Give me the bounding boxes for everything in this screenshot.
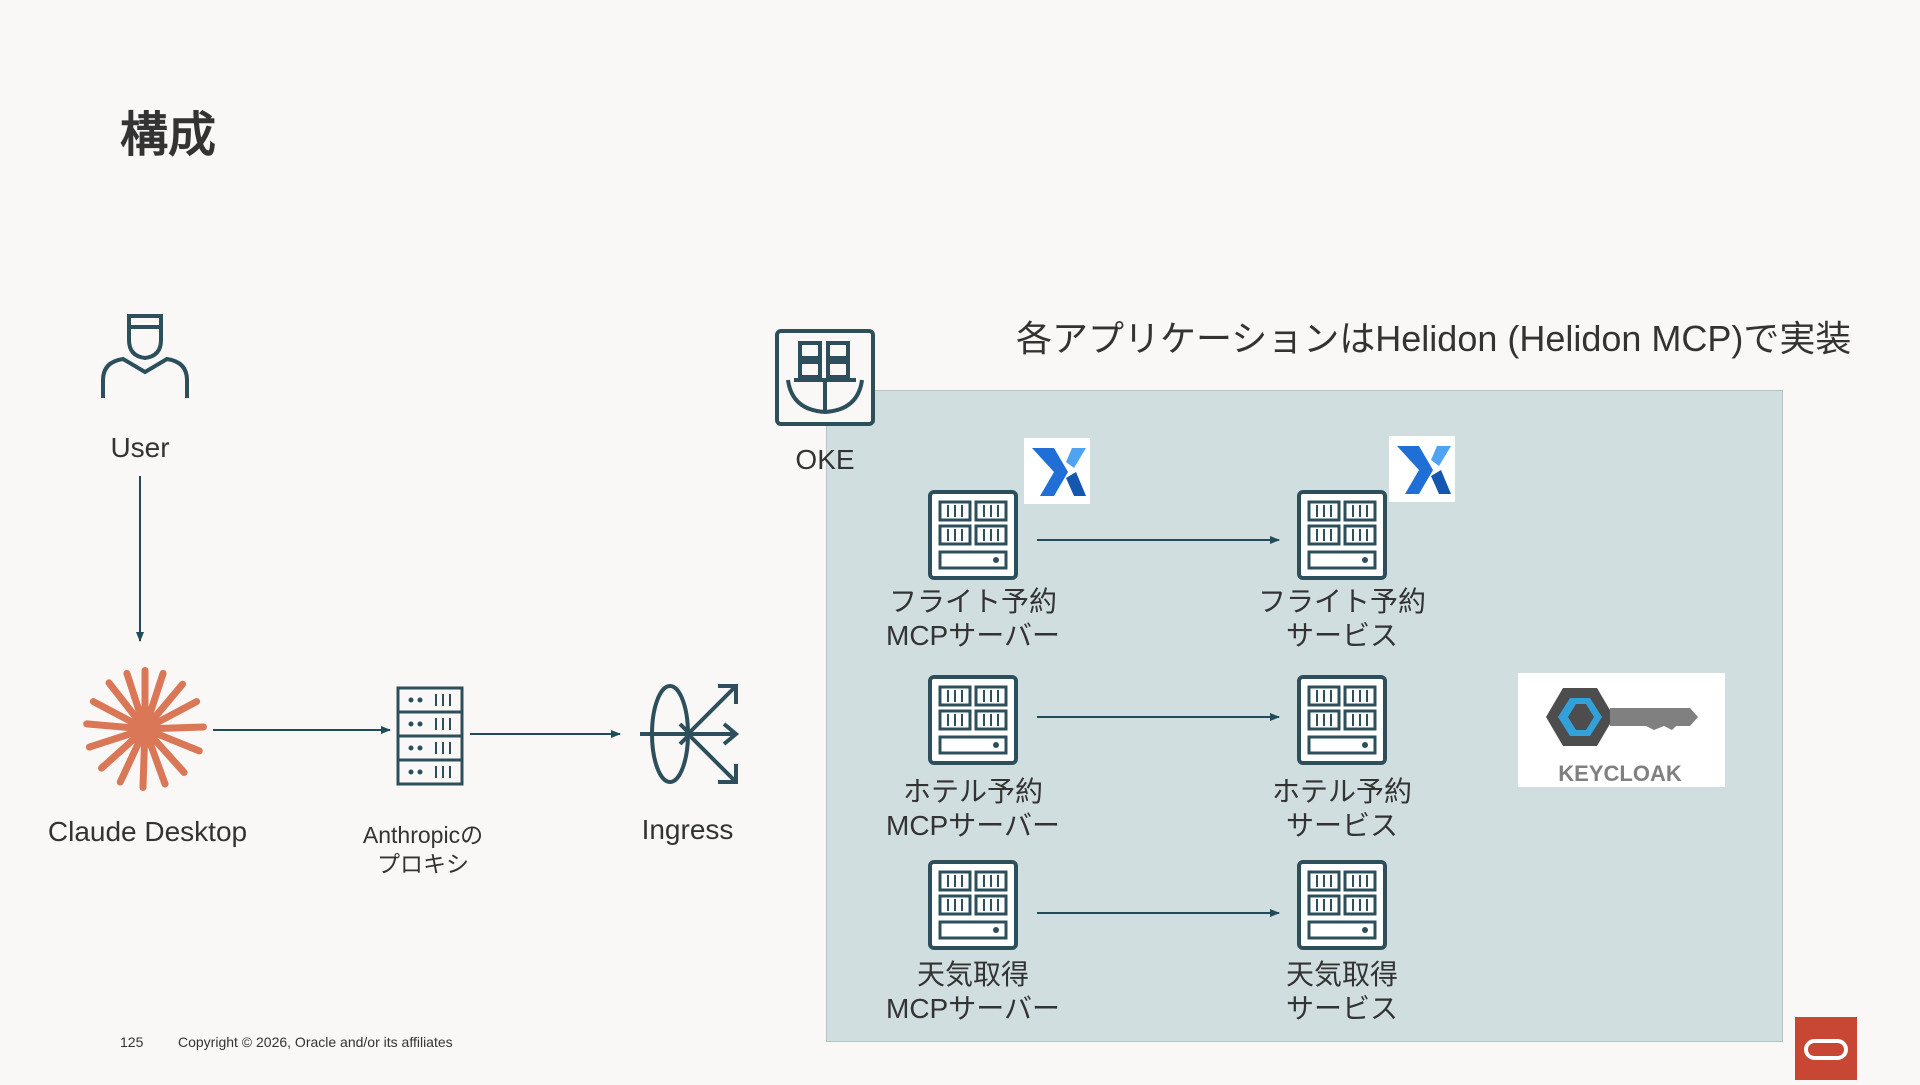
svg-text:KEYCLOAK: KEYCLOAK (1558, 761, 1682, 786)
hotel-mcp-server-label-line1: ホテル予約 (902, 776, 1043, 807)
weather-service-icon (1297, 860, 1387, 950)
slide-title: 構成 (120, 109, 217, 162)
hotel-mcp-server-label: ホテル予約 MCPサーバー (873, 775, 1073, 843)
proxy-label-line1: Anthropicの (362, 822, 484, 848)
hotel-mcp-server-label-line2: MCPサーバー (886, 810, 1060, 841)
claude-logo-icon (82, 667, 208, 792)
user-icon (101, 314, 189, 398)
proxy-label: Anthropicの プロキシ (340, 821, 506, 879)
flight-mcp-server-label: フライト予約 MCPサーバー (873, 585, 1073, 653)
helidon-logo-icon (1389, 436, 1455, 502)
weather-mcp-server-icon (928, 860, 1018, 950)
hotel-service-icon (1297, 675, 1387, 765)
flight-mcp-server-label-line2: MCPサーバー (886, 620, 1060, 651)
oke-label: OKE (795, 444, 855, 475)
ingress-icon (640, 684, 740, 784)
hotel-service-label: ホテル予約 サービス (1242, 775, 1442, 843)
flight-service-label: フライト予約 サービス (1242, 585, 1442, 653)
claude-desktop-label: Claude Desktop (47, 816, 248, 847)
hotel-mcp-server-icon (928, 675, 1018, 765)
weather-service-label-line1: 天気取得 (1285, 959, 1398, 990)
weather-mcp-server-label-line1: 天気取得 (916, 959, 1029, 990)
flight-mcp-server-label-line1: フライト予約 (888, 586, 1057, 617)
page-number: 125 (120, 1034, 144, 1050)
flight-service-icon (1297, 490, 1387, 580)
weather-mcp-server-label-line2: MCPサーバー (886, 993, 1060, 1024)
weather-mcp-server-label: 天気取得 MCPサーバー (873, 958, 1073, 1026)
flight-service-label-line1: フライト予約 (1257, 586, 1426, 617)
copyright-text: Copyright © 2026, Oracle and/or its affi… (178, 1034, 453, 1050)
slide-headline: 各アプリケーションはHelidon (Helidon MCP)で実装 (1016, 318, 1852, 359)
oke-ship-icon (775, 329, 875, 426)
oracle-logo-icon (1795, 1017, 1857, 1080)
hotel-service-label-line2: サービス (1285, 810, 1398, 841)
ingress-label: Ingress (641, 814, 734, 845)
weather-service-label: 天気取得 サービス (1242, 958, 1442, 1026)
helidon-logo-icon (1024, 438, 1090, 504)
flight-service-label-line2: サービス (1285, 620, 1398, 651)
user-label: User (110, 432, 170, 463)
flight-mcp-server-icon (928, 490, 1018, 580)
proxy-server-icon (396, 686, 464, 786)
weather-service-label-line2: サービス (1285, 993, 1398, 1024)
keycloak-logo-icon: KEYCLOAK (1518, 673, 1725, 787)
keycloak-logo-text: KEYCLOAK (1558, 761, 1682, 786)
hotel-service-label-line1: ホテル予約 (1271, 776, 1412, 807)
proxy-label-line2: プロキシ (377, 851, 469, 877)
